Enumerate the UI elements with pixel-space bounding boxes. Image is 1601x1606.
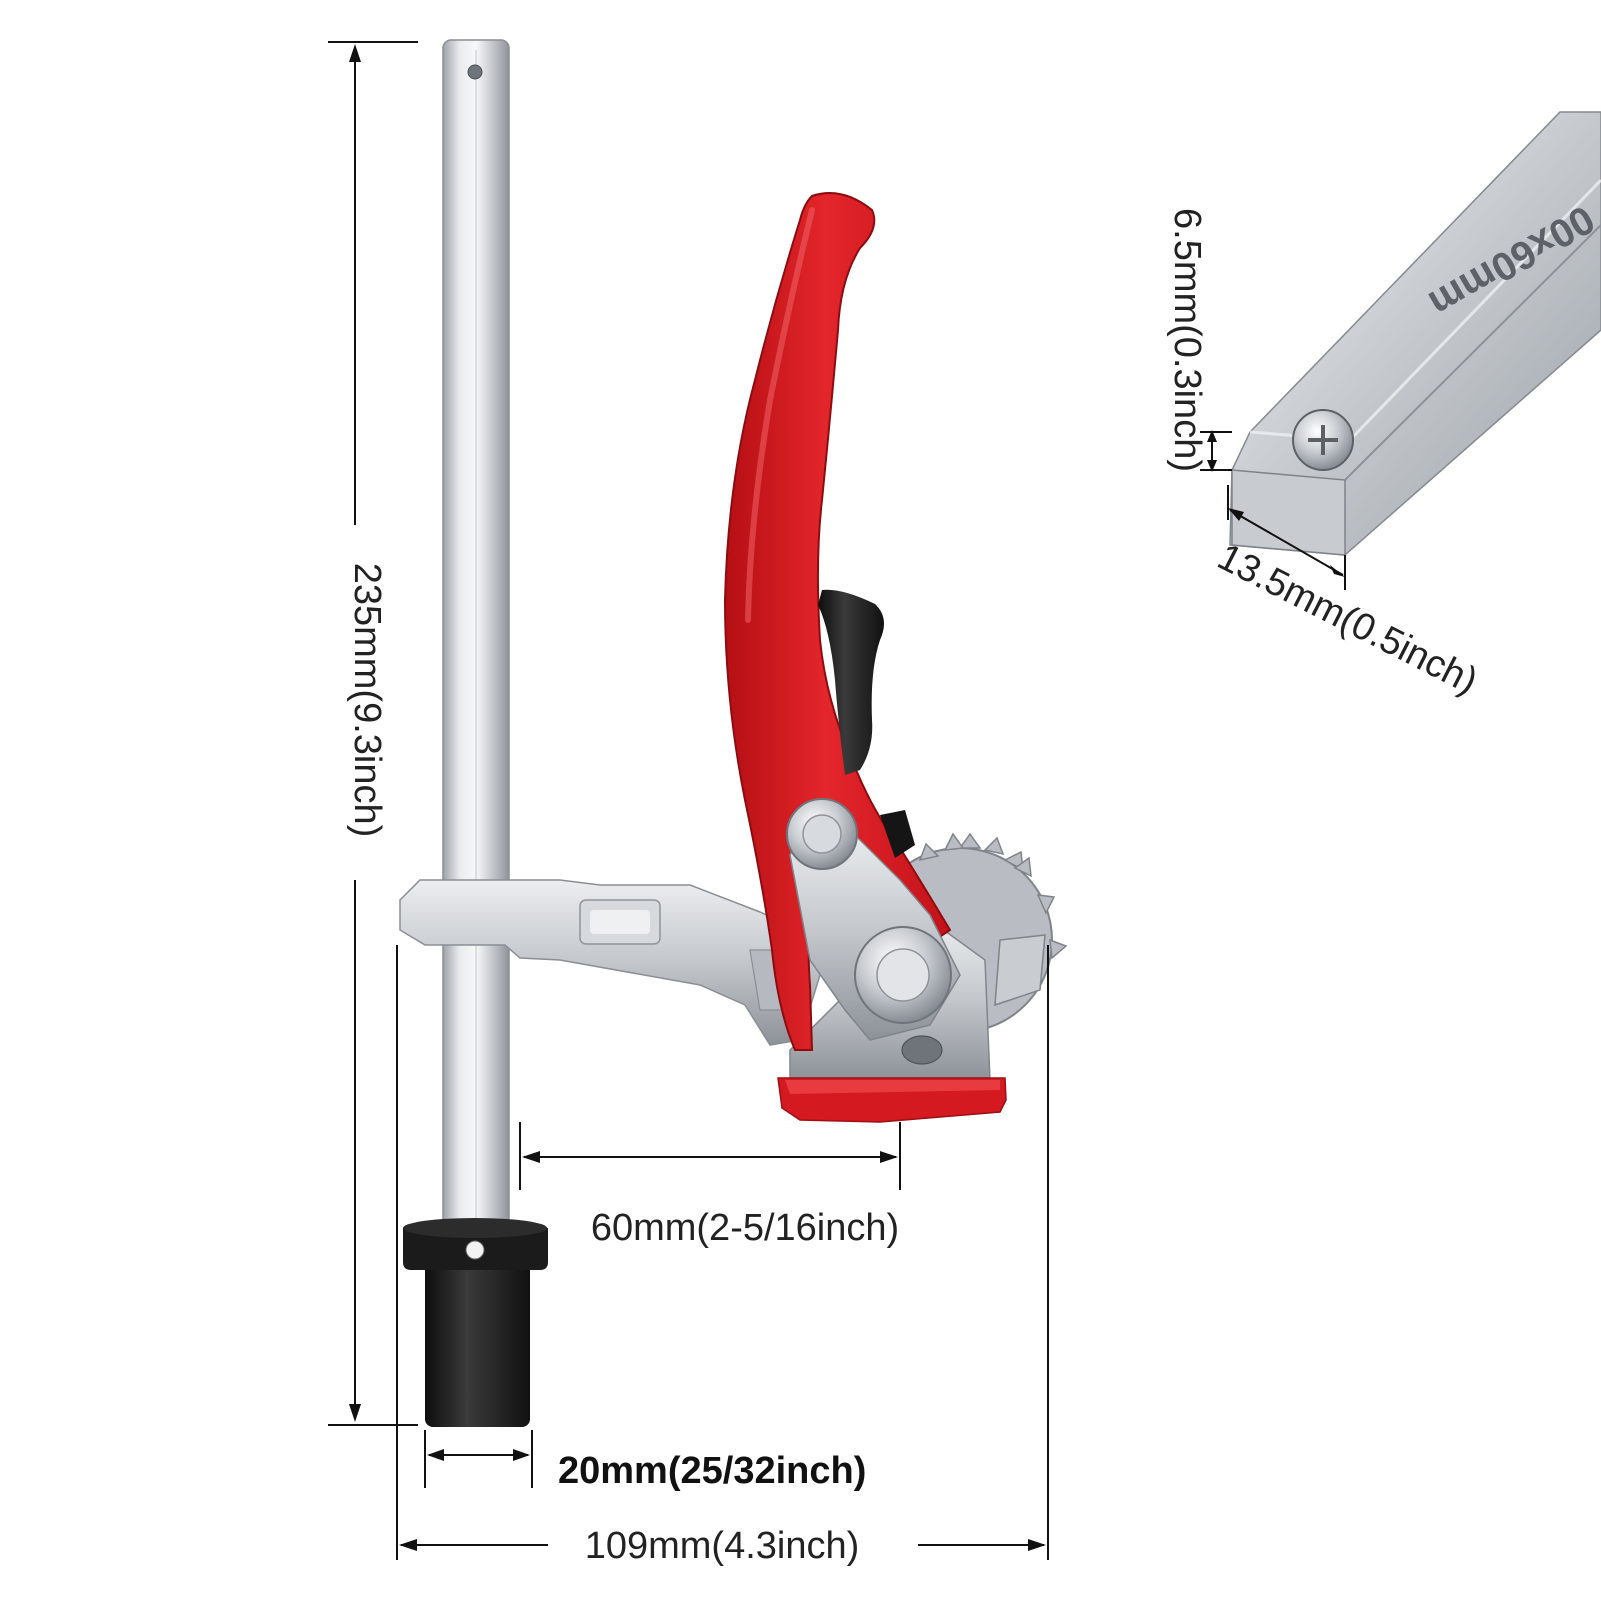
bar-pin-hole — [467, 64, 483, 80]
bar-diameter-dimension: 20mm(25/32inch) — [424, 1430, 866, 1492]
throat-dimension: 60mm(2-5/16inch) — [519, 1122, 901, 1249]
rail-detail: 00x60mm 6.5mm(0.3inch) 13.5mm(0.5inch) — [1166, 111, 1601, 703]
overall-width-label: 109mm(4.3inch) — [585, 1525, 860, 1567]
rail-width-label: 13.5mm(0.5inch) — [1211, 536, 1484, 703]
bench-dog-bushing — [403, 1218, 548, 1427]
red-handle — [723, 192, 952, 1051]
height-label: 235mm(9.3inch) — [346, 563, 388, 838]
throat-label: 60mm(2-5/16inch) — [591, 1207, 899, 1249]
clamp-illustration — [399, 39, 1068, 1427]
rail-thickness-label: 6.5mm(0.3inch) — [1166, 208, 1208, 472]
bar-diameter-label: 20mm(25/32inch) — [558, 1450, 866, 1492]
release-trigger — [818, 589, 884, 775]
height-dimension: 235mm(9.3inch) — [328, 41, 418, 1426]
overall-width-dimension: 109mm(4.3inch) — [396, 945, 1049, 1567]
linkage-plate — [786, 798, 961, 1041]
